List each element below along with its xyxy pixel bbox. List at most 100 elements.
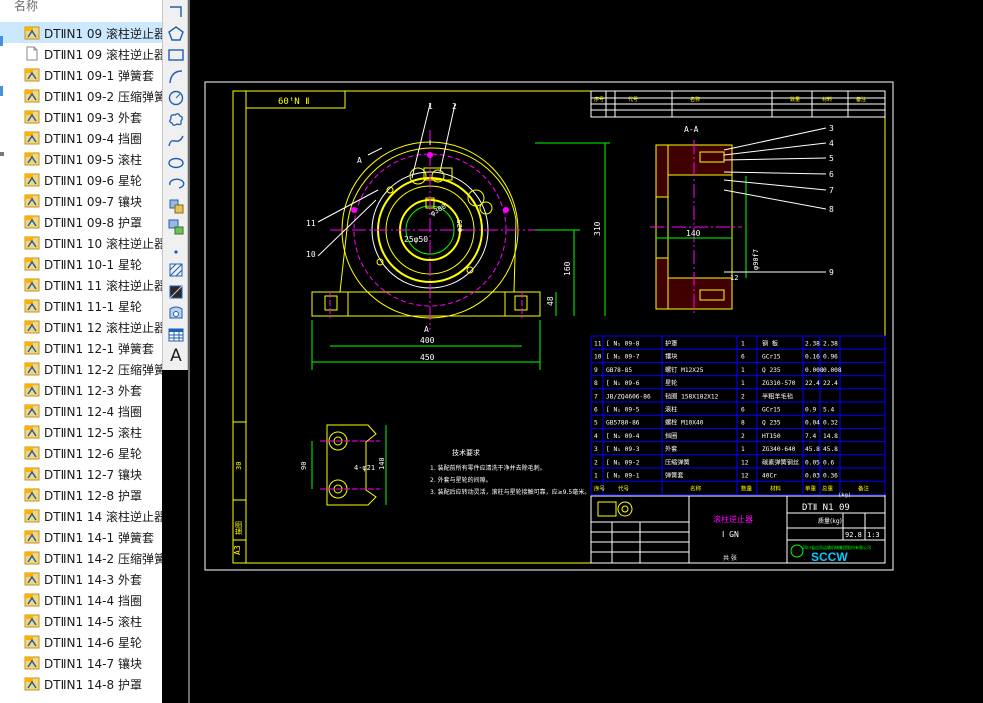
gradient-tool-button[interactable] — [165, 282, 187, 302]
make-block-tool-button[interactable] — [165, 217, 187, 237]
change-record-header-cell: 数量 — [790, 96, 800, 103]
file-list-item[interactable]: DTⅡN1 14-3 外套 — [0, 568, 162, 589]
file-list-item[interactable]: DTⅡN1 14-8 护罩 — [0, 673, 162, 694]
file-list-item[interactable]: DTⅡN1 09-4 挡圈 — [0, 127, 162, 148]
file-list-item[interactable]: DTⅡN1 12 滚柱逆止器 — [0, 316, 162, 337]
name-column-header[interactable]: 名称 — [14, 0, 39, 13]
bom-cell-mat: 半粗羊毛毡 — [762, 392, 793, 400]
bom-cell-no: 7 — [594, 393, 598, 400]
bom-cell-mat: GCr15 — [762, 407, 781, 414]
file-list-item[interactable]: DTⅡN1 10 滚柱逆止器 — [0, 232, 162, 253]
base-plate — [311, 291, 541, 317]
cad-drawing-file-icon — [24, 257, 40, 271]
dim-450: 450 — [420, 353, 435, 362]
file-list-item[interactable]: DTⅡN1 09-3 外套 — [0, 106, 162, 127]
bom-cell-qty: 1 — [741, 380, 745, 387]
bom-cell-mat: Q 235 — [762, 367, 781, 374]
file-name: DTⅡN1 14-7 镶块 — [44, 657, 142, 671]
file-list-item[interactable]: DTⅡN1 14-4 挡圈 — [0, 589, 162, 610]
bom-cell-w2: 2.38 — [823, 341, 838, 348]
sheet-info: 共 张 — [723, 554, 737, 562]
cad-canvas[interactable]: A3 描图 30 60ᵗN Ⅱ — [190, 0, 983, 703]
file-list-item[interactable]: DTⅡN1 14-7 镶块 — [0, 652, 162, 673]
file-list-item[interactable]: DTⅡN1 14-2 压缩弹簧 — [0, 547, 162, 568]
file-name: DTⅡN1 10 滚柱逆止器 — [44, 237, 162, 251]
file-list-item[interactable]: DTⅡN1 09-5 滚柱 — [0, 148, 162, 169]
file-list-item[interactable]: DTⅡN1 09 滚柱逆止器 — [0, 43, 162, 64]
file-list-item[interactable]: DTⅡN1 12-5 滚柱 — [0, 421, 162, 442]
file-list-item[interactable]: DTⅡN1 12-4 挡圈 — [0, 400, 162, 421]
multiline-text-tool-button[interactable]: A — [165, 346, 187, 366]
file-list-item[interactable]: DTⅡN1 11 滚柱逆止器 — [0, 274, 162, 295]
file-list-item[interactable]: DTⅡN1 14-6 星轮 — [0, 631, 162, 652]
file-list-item[interactable]: DTⅡN1 09-2 压缩弹簧 — [0, 85, 162, 106]
cad-drawing-file-icon — [24, 68, 40, 82]
polygon-icon — [168, 25, 184, 41]
point-icon — [174, 249, 178, 254]
bom-cell-code: [ N₁ 09-5 — [606, 407, 640, 414]
balloon-9: 9 — [829, 268, 834, 277]
revision-cloud-tool-button[interactable] — [165, 110, 187, 130]
table-tool-button[interactable] — [165, 325, 187, 345]
dim-dia: φ300 — [429, 202, 448, 217]
balloon-6: 6 — [829, 170, 834, 179]
spline-tool-button[interactable] — [165, 131, 187, 151]
insert-block-tool-button[interactable] — [165, 196, 187, 216]
panel-divider[interactable] — [188, 0, 190, 703]
polygon-tool-button[interactable] — [165, 24, 187, 44]
ellipse-arc-tool-button[interactable] — [165, 174, 187, 194]
polyline-tool-button[interactable] — [165, 2, 187, 22]
balloon-1: 1 — [428, 102, 433, 111]
file-list-item[interactable]: DTⅡN1 12-2 压缩弹簧 — [0, 358, 162, 379]
bom-cell-no: 9 — [594, 367, 598, 374]
bom-cell-name: 螺栓 M10X40 — [665, 419, 704, 427]
cad-drawing-file-icon — [24, 362, 40, 376]
bom-cell-w1: 0.04 — [805, 420, 820, 427]
cad-drawing-file-icon — [24, 236, 40, 250]
cad-drawing-file-icon — [24, 614, 40, 628]
file-list-item[interactable]: DTⅡN1 12-7 镶块 — [0, 463, 162, 484]
mass-value: 92.8 — [845, 531, 862, 539]
circle-tool-button[interactable] — [165, 88, 187, 108]
file-list-item[interactable]: DTⅡN1 09-1 弹簧套 — [0, 64, 162, 85]
cad-drawing-file-icon — [24, 467, 40, 481]
bom-cell-mat: HT150 — [762, 433, 781, 440]
balloon-12: 12 — [730, 274, 738, 282]
file-list-item[interactable]: DTⅡN1 09-6 星轮 — [0, 169, 162, 190]
file-list-item[interactable]: DTⅡN1 09-7 镶块 — [0, 190, 162, 211]
file-name: DTⅡN1 11-1 星轮 — [44, 300, 142, 314]
file-list-item[interactable]: DTⅡN1 12-8 护罩 — [0, 484, 162, 505]
hatch-tool-button[interactable] — [165, 260, 187, 280]
file-list-item[interactable]: DTⅡN1 14-1 弹簧套 — [0, 526, 162, 547]
bom-cell-mat: ZG310-570 — [762, 380, 796, 387]
cad-drawing-file-icon — [24, 278, 40, 292]
point-tool-button[interactable] — [165, 239, 187, 259]
bom-cell-w1: 0.16 — [805, 354, 820, 361]
cad-drawing-file-icon — [24, 320, 40, 334]
file-list-item[interactable]: DTⅡN1 12-3 外套 — [0, 379, 162, 400]
circle-icon — [168, 90, 184, 106]
bom-cell-w2: 0.6 — [823, 459, 834, 466]
file-list-item[interactable]: DTⅡN1 14 滚柱逆止器 — [0, 505, 162, 526]
cad-drawing-file-icon — [24, 131, 40, 145]
file-list-item[interactable]: DTⅡN1 10-1 星轮 — [0, 253, 162, 274]
make-block-icon — [168, 219, 184, 235]
cad-drawing-file-icon — [24, 551, 40, 565]
bom-cell-w1: 0.05 — [805, 459, 820, 466]
dim-shaft: φ90f7 — [752, 249, 760, 270]
file-list-item[interactable]: DTⅡN1 12-6 星轮 — [0, 442, 162, 463]
ellipse-tool-button[interactable] — [165, 153, 187, 173]
bom-cell-qty: 6 — [741, 407, 745, 414]
arc-tool-button[interactable] — [165, 67, 187, 87]
bom-cell-qty: 2 — [741, 393, 745, 400]
file-list-item[interactable]: DTⅡN1 14-5 滚柱 — [0, 610, 162, 631]
file-list-item[interactable]: DTⅡN1 12-1 弹簧套 — [0, 337, 162, 358]
file-list-item[interactable]: DTⅡN1 11-1 星轮 — [0, 295, 162, 316]
region-tool-button[interactable] — [165, 303, 187, 323]
file-list-item[interactable]: DTⅡN1 09-8 护罩 — [0, 211, 162, 232]
mass-label: 质量(kg) — [818, 517, 842, 525]
rectangle-tool-button[interactable] — [165, 45, 187, 65]
file-name: DTⅡN1 14-3 外套 — [44, 573, 142, 587]
file-list-item[interactable]: DTⅡN1 09 滚柱逆止器 — [0, 22, 162, 43]
